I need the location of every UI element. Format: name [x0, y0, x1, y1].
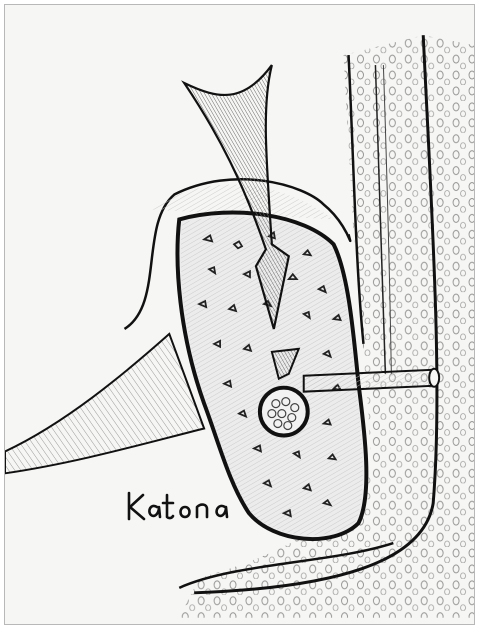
nerve-cross-section — [260, 388, 308, 436]
anatomical-sketch — [5, 5, 474, 624]
sketch-frame — [4, 4, 475, 625]
artist-signature — [125, 487, 245, 527]
muscle-band — [5, 334, 204, 473]
